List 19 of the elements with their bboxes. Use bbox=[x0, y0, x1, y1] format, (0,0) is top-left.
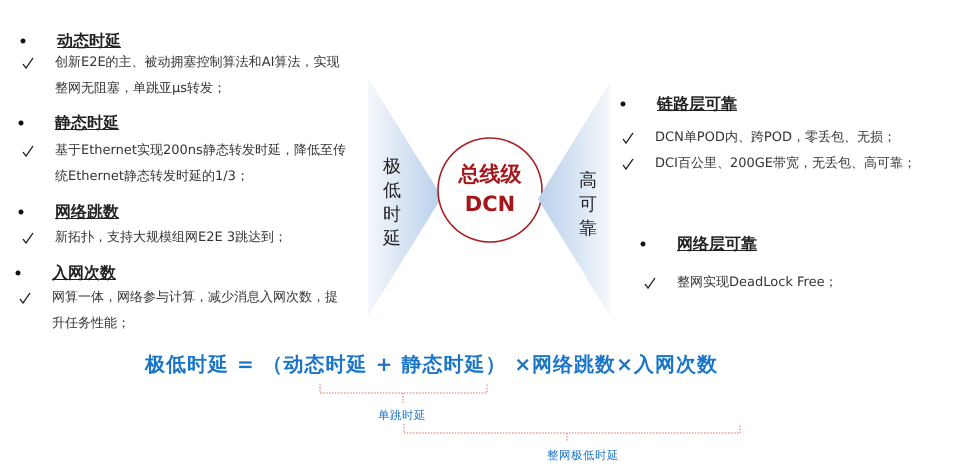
section-heading: 链路层可靠 bbox=[657, 94, 737, 114]
section-heading: 静态时延 bbox=[55, 113, 119, 133]
circle-label: 总线级DCN bbox=[457, 161, 522, 218]
vertical-label: 极低时延 bbox=[382, 155, 402, 251]
bullet-text: 创新E2E的主、被动拥塞控制算法和AI算法，实现整网无阻塞，单跳亚μs转发； bbox=[55, 54, 340, 98]
formula-text: 极低时延 = （动态时延 + 静态时延） ×网络跳数×入网次数 bbox=[145, 351, 718, 378]
section-heading: 入网次数 bbox=[52, 263, 116, 283]
section-heading: 网络跳数 bbox=[55, 202, 119, 222]
bullet-text: 整网实现DeadLock Free； bbox=[677, 274, 839, 292]
bullet-text: 基于Ethernet实现200ns静态转发时延，降低至传统Ethernet静态转发时延的1/3； bbox=[55, 142, 347, 186]
bullet-text: 新拓扑，支持大规模组网E2E 3跳达到； bbox=[55, 229, 288, 247]
section-heading: 网络层可靠 bbox=[677, 234, 757, 254]
bracket-label: 单跳时延 bbox=[378, 408, 426, 423]
bullet-text: DCI百公里、200GE带宽，无丢包、高可靠； bbox=[655, 155, 918, 173]
bullet-text: DCN单POD内、跨POD，零丢包、无损； bbox=[655, 129, 897, 147]
vertical-label: 高可靠 bbox=[578, 169, 598, 241]
section-heading: 动态时延 bbox=[57, 31, 121, 51]
bracket-label: 整网极低时延 bbox=[547, 448, 619, 463]
bullet-text: 网算一体，网络参与计算，减少消息入网次数，提升任务性能； bbox=[52, 289, 339, 333]
